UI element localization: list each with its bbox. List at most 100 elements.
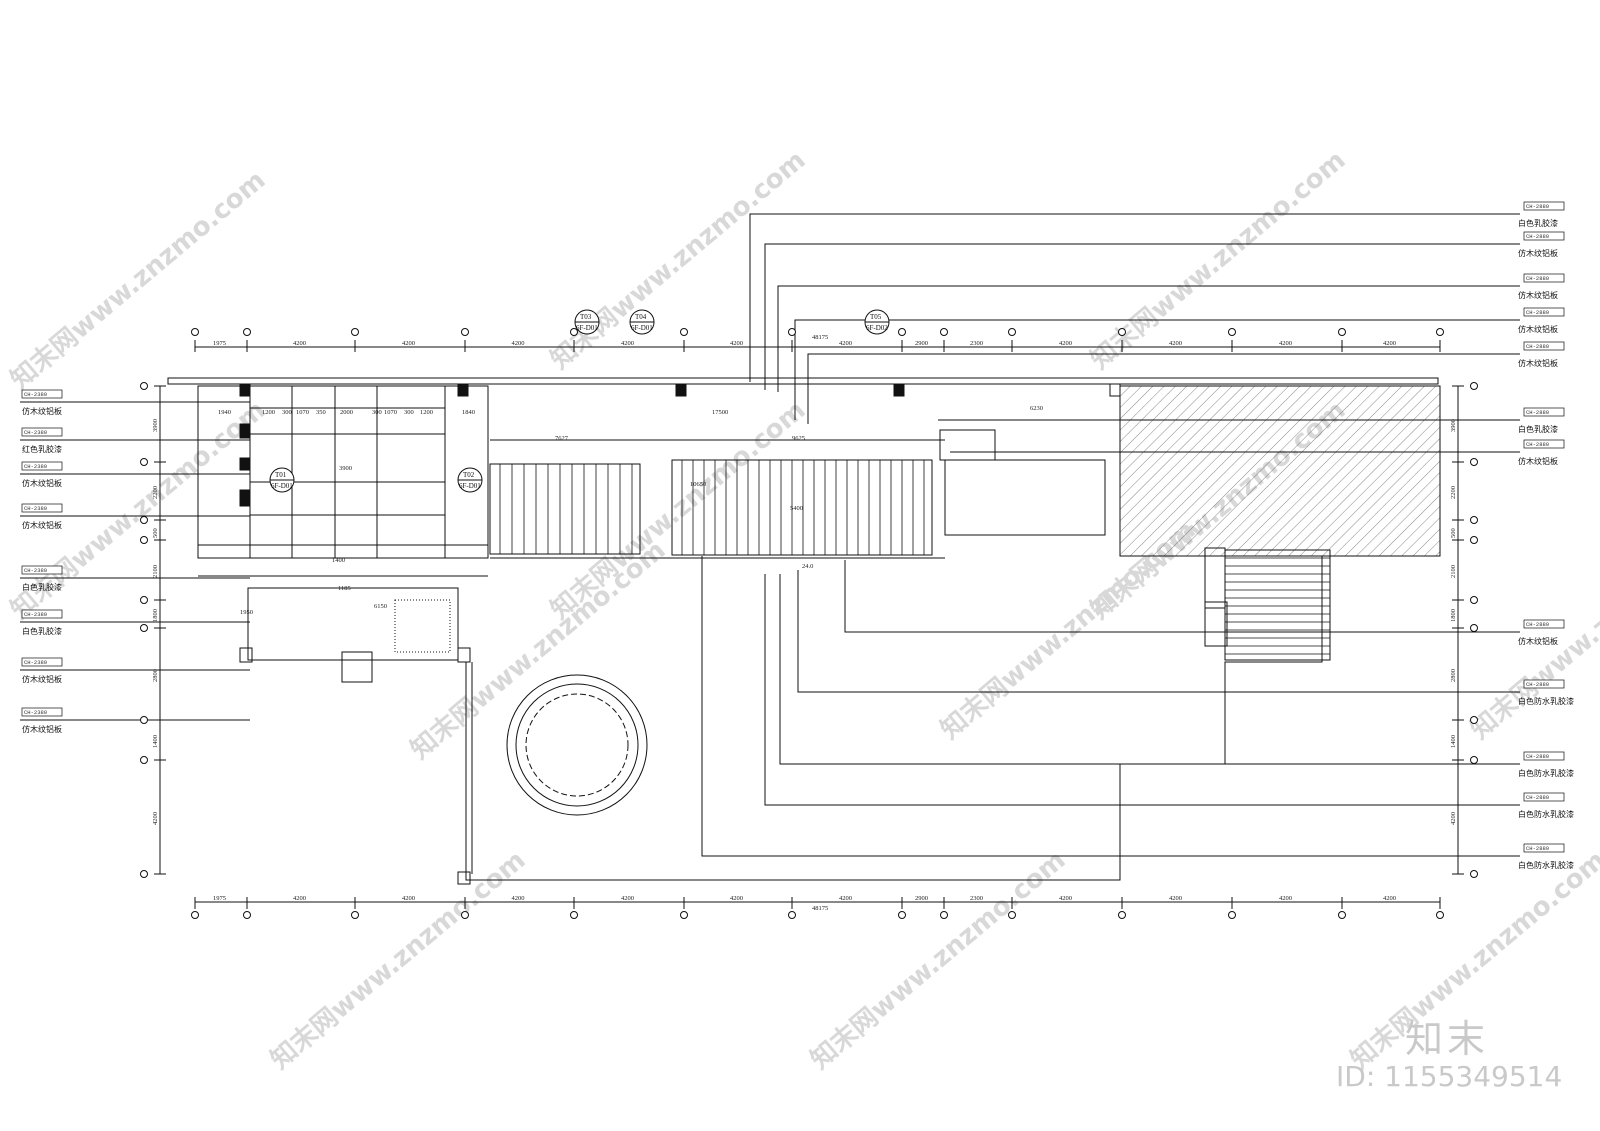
grid-bubble [191, 328, 199, 336]
left-block [197, 385, 489, 559]
inner-dimension: 1200 [262, 409, 275, 416]
material-label: 红色乳胶漆 [22, 444, 62, 454]
vent [239, 457, 251, 471]
grid-bubble [1470, 870, 1478, 878]
post [457, 871, 471, 885]
grid-bubble [898, 911, 906, 919]
inner-dimension: 9625 [792, 435, 805, 442]
grid-bubble [1470, 756, 1478, 764]
material-label: 仿木纹铝板 [1518, 290, 1558, 300]
grid-bubble [1470, 516, 1478, 524]
material-code-box [1523, 341, 1565, 351]
material-code: CH-2880 [1526, 621, 1549, 628]
top-dimension: 4200 [621, 340, 634, 347]
bottom-dimension: 2900 [915, 895, 928, 902]
detail-tag-number: T05 [870, 313, 882, 321]
left-dimension: 3900 [152, 419, 159, 432]
grid-bubble [940, 328, 948, 336]
material-label: 仿木纹铝板 [1518, 248, 1558, 258]
right-dimension: 2200 [1450, 486, 1457, 499]
material-code-box [1523, 439, 1565, 449]
top-dimension: 2900 [915, 340, 928, 347]
right-dimension: 1400 [1450, 735, 1457, 748]
grid-bubble [788, 911, 796, 919]
material-label: 白色防水乳胶漆 [1518, 860, 1574, 870]
bottom-dimension: 4200 [512, 895, 525, 902]
material-label: 仿木纹铝板 [22, 674, 62, 684]
grid-bubble [1470, 716, 1478, 724]
right-dimension: 2100 [1450, 565, 1457, 578]
inner-dimension: 1950 [240, 609, 253, 616]
top-dimension: 4200 [293, 340, 306, 347]
material-code: CH-2880 [1526, 343, 1549, 350]
shaft [1204, 601, 1228, 647]
grid-bubble [351, 328, 359, 336]
bench [341, 651, 373, 683]
detail-tag-ref: 6F-D01 [631, 324, 653, 332]
detail-tag-ref: 6F-D01 [459, 482, 481, 490]
inner-dimension: 24.0 [802, 563, 813, 570]
detail-tag-number: T02 [463, 471, 475, 479]
material-code: CH-2880 [1526, 409, 1549, 416]
inner-dimension: 350 [316, 409, 326, 416]
inner-dimension: 6150 [374, 603, 387, 610]
grid-bubble [243, 328, 251, 336]
top-dimension: 4200 [1383, 340, 1396, 347]
left-dimension: 2800 [152, 669, 159, 682]
left-dimension: 4200 [152, 812, 159, 825]
top-dimension: 2300 [970, 340, 983, 347]
left-dimension: 2200 [152, 486, 159, 499]
grid-bubble [1338, 328, 1346, 336]
inner-dimension: 1840 [462, 409, 475, 416]
material-label: 白色乳胶漆 [1518, 218, 1558, 228]
material-code: CH-2380 [24, 463, 47, 470]
inner-dimension: 5400 [790, 505, 803, 512]
grid-bubble [140, 536, 148, 544]
material-code-box [21, 565, 63, 575]
bottom-dimension: 1975 [213, 895, 226, 902]
material-label: 白色乳胶漆 [1518, 424, 1558, 434]
watermark-text: 知末网www.znzmo.com [1085, 145, 1351, 375]
material-code-box [21, 503, 63, 513]
top-dimension: 4200 [730, 340, 743, 347]
grid-bubble [461, 328, 469, 336]
detail-tag-number: T01 [275, 471, 287, 479]
column [893, 383, 905, 397]
material-code: CH-2380 [24, 391, 47, 398]
material-label: 仿木纹铝板 [22, 478, 62, 488]
material-code: CH-2380 [24, 659, 47, 666]
detail-tag-number: T03 [580, 313, 592, 321]
grid-bubble [570, 328, 578, 336]
total-dimension-top: 48175 [812, 334, 828, 341]
grid-bubble [140, 458, 148, 466]
material-code: CH-2380 [24, 611, 47, 618]
top-dimension: 4200 [1059, 340, 1072, 347]
hatch-zone [394, 599, 451, 653]
grid-bubble [1118, 911, 1126, 919]
right-dimension: 500 [1450, 528, 1457, 538]
post [239, 647, 253, 663]
watermark-text: 知末网www.znzmo.com [1465, 515, 1600, 745]
detail-tag-ref: 6F-D01 [576, 324, 598, 332]
top-dimension: 4200 [402, 340, 415, 347]
bottom-dimension: 4200 [402, 895, 415, 902]
bottom-dimension: 4200 [1279, 895, 1292, 902]
material-label: 仿木纹铝板 [1518, 358, 1558, 368]
material-code: CH-2880 [1526, 233, 1549, 240]
material-code: CH-2880 [1526, 845, 1549, 852]
material-label: 仿木纹铝板 [22, 724, 62, 734]
left-dimension: 2100 [152, 565, 159, 578]
material-code-box [1523, 679, 1565, 689]
column [675, 383, 687, 397]
grid-bubble [461, 911, 469, 919]
inner-dimension: 1185 [338, 585, 351, 592]
grid-bubble [788, 328, 796, 336]
inner-dimension: 300 [372, 409, 382, 416]
grid-bubble [140, 870, 148, 878]
bottom-dimension: 2300 [970, 895, 983, 902]
inner-dimension: 10650 [690, 481, 706, 488]
slat-area-2 [671, 459, 933, 556]
material-code-box [1523, 231, 1565, 241]
top-dimension: 4200 [1279, 340, 1292, 347]
material-label: 白色防水乳胶漆 [1518, 768, 1574, 778]
